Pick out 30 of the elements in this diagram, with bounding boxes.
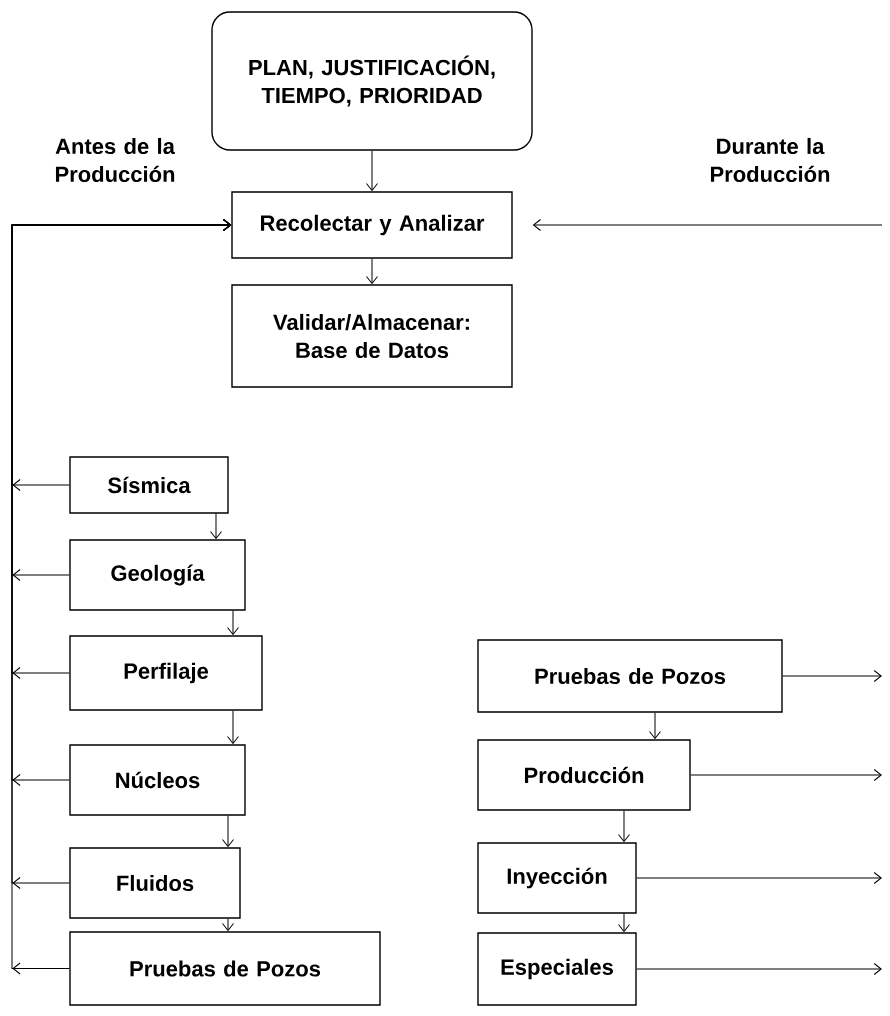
arrow xyxy=(618,810,630,842)
arrow xyxy=(222,918,234,931)
arrow xyxy=(227,610,239,635)
process-box: Núcleos xyxy=(69,744,246,816)
arrow xyxy=(533,219,883,231)
arrow xyxy=(366,150,378,191)
process-box: Geología xyxy=(69,539,246,611)
arrow xyxy=(618,913,630,932)
process-box: Pruebas de Pozos xyxy=(69,931,381,1006)
process-box: Inyección xyxy=(477,842,637,914)
arrow xyxy=(227,710,239,744)
arrow xyxy=(649,712,661,739)
arrow xyxy=(636,872,882,884)
arrow xyxy=(210,513,222,539)
side-label: Antes de la Producción xyxy=(55,137,176,183)
arrow xyxy=(222,815,234,847)
side-label: Durante la Producción xyxy=(710,137,830,183)
arrow xyxy=(366,258,378,284)
process-box: Fluidos xyxy=(69,847,241,919)
arrow xyxy=(690,769,882,781)
arrow xyxy=(636,963,882,975)
process-box: Especiales xyxy=(477,932,637,1006)
process-box: Perfilaje xyxy=(69,635,263,711)
process-box: Sísmica xyxy=(69,456,229,514)
rounded-box: PLAN, JUSTIFICACIÓN, TIEMPO, PRIORIDAD xyxy=(211,11,533,151)
process-box: Pruebas de Pozos xyxy=(477,639,783,713)
process-box: Validar/Almacenar: Base de Datos xyxy=(231,284,513,388)
process-box: Recolectar y Analizar xyxy=(231,191,513,259)
arrow xyxy=(782,670,882,682)
process-box: Producción xyxy=(477,739,691,811)
